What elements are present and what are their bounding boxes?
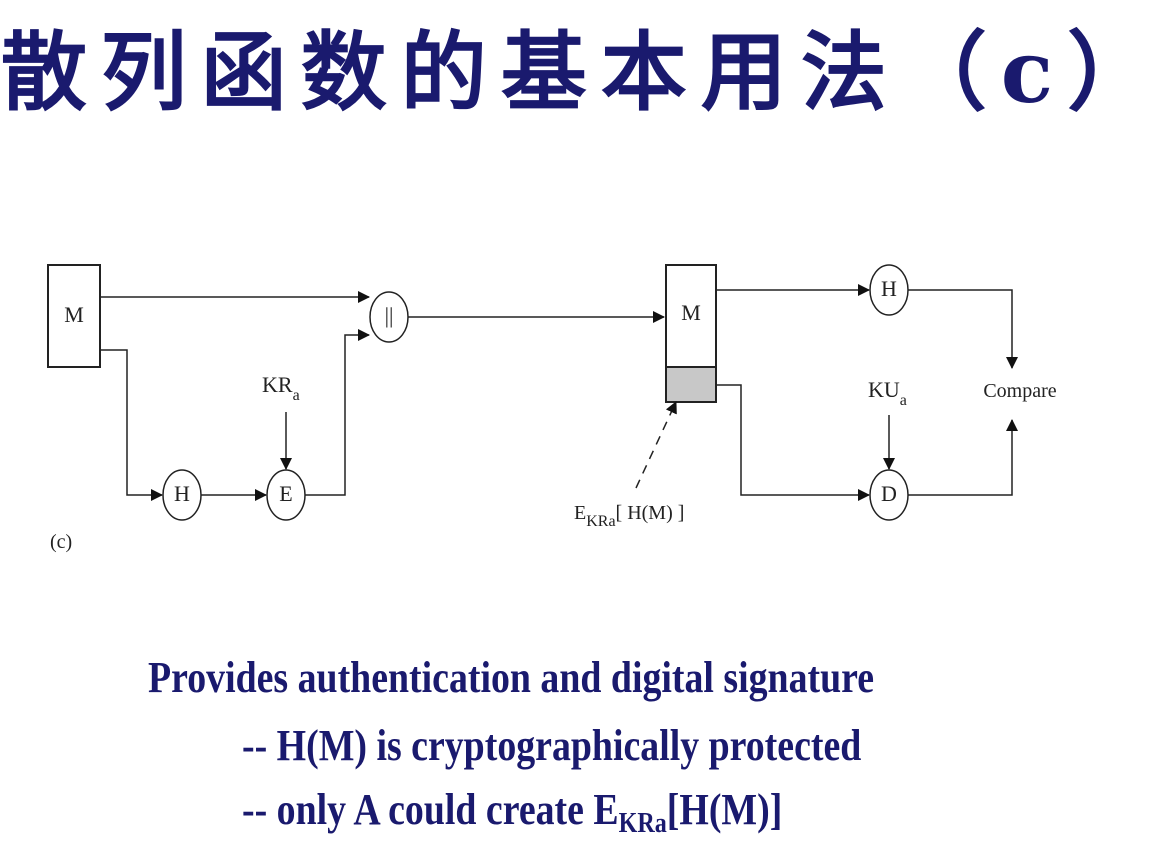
- signature-label: EKRa[ H(M) ]: [574, 502, 684, 530]
- note-line-2-post: [H(M)]: [666, 785, 783, 834]
- sender-encrypt-node: E: [266, 469, 306, 521]
- receiver-key-text: KU: [868, 377, 900, 402]
- signature-pointer-line: [635, 401, 677, 489]
- signature-label-rest: [ H(M) ]: [616, 502, 685, 524]
- receiver-signature-to-decrypt-line: [716, 384, 870, 501]
- receiver-decrypt-node: D: [869, 469, 909, 521]
- sender-hash-label: H: [174, 481, 190, 506]
- compare-label: Compare: [983, 380, 1056, 402]
- note-line-1: -- H(M) is cryptographically protected: [242, 721, 862, 770]
- receiver-message-label: M: [681, 300, 701, 325]
- concat-node: ||: [369, 291, 409, 343]
- sender-encrypt-to-concat-line: [305, 329, 370, 496]
- note-main: Provides authentication and digital sign…: [148, 653, 875, 702]
- sender-message-to-hash-line: [100, 349, 163, 501]
- page-title: 散列函数的基本用法（c）: [0, 22, 1168, 123]
- sender-message-box: M: [47, 264, 101, 368]
- receiver-decrypt-label: D: [881, 481, 897, 506]
- note-line-2-pre: -- only A could create E: [242, 785, 619, 834]
- hash-usage-diagram: M H E KRa || (c) M H: [47, 264, 1057, 553]
- receiver-hash-label: H: [881, 276, 897, 301]
- sender-key-text: KR: [262, 372, 293, 397]
- signature-label-sub: KRa: [586, 513, 615, 530]
- sender-private-key-label: KRa: [262, 372, 300, 404]
- panel-label: (c): [50, 531, 72, 553]
- note-line-2: -- only A could create EKRa[H(M)]: [242, 784, 782, 840]
- sender-hash-node: H: [162, 469, 202, 521]
- receiver-decrypt-to-compare-line: [908, 419, 1018, 496]
- receiver-hash-to-compare-line: [908, 289, 1018, 369]
- sender-encrypt-label: E: [279, 481, 292, 506]
- concat-label: ||: [385, 303, 394, 328]
- receiver-hash-node: H: [869, 264, 909, 316]
- note-line-2-sub: KRa: [618, 808, 667, 839]
- receiver-signature-box: [665, 366, 717, 403]
- receiver-public-key-label: KUa: [868, 377, 907, 409]
- receiver-key-subscript: a: [900, 392, 907, 409]
- signature-label-e: E: [574, 502, 586, 524]
- sender-key-subscript: a: [293, 387, 300, 404]
- receiver-message-box: M: [665, 264, 717, 368]
- sender-message-label: M: [64, 302, 84, 327]
